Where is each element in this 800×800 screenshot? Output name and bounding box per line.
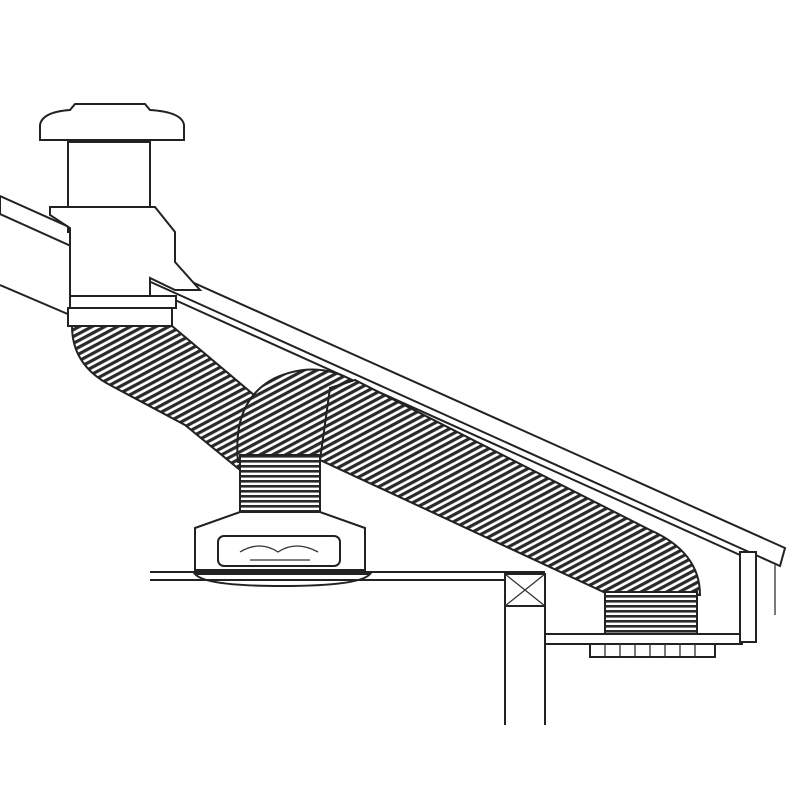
fan-blades [239,545,319,561]
duct-collar-ring [67,307,173,327]
duct-soffit-drop [604,591,698,635]
roof-vent-cap-icon [39,103,203,327]
vent-cap-dome [39,103,185,141]
top-plate-x [504,573,546,607]
flexible-duct-diagonal [318,378,702,635]
soffit [544,551,776,658]
flexible-duct-to-fan [239,454,321,514]
rafter-underside [0,284,71,316]
roof-flashing [49,206,203,298]
exhaust-fan-icon [192,511,373,588]
rafter-underside-right [174,299,741,556]
soffit-vent-slots [604,644,696,657]
soffit-vent-icon [589,643,716,658]
soffit-board [544,633,743,645]
duct-collar [69,295,177,309]
soffit-vent-grille [589,643,716,658]
fascia [739,551,757,643]
ceiling-wall-framing [150,571,546,725]
